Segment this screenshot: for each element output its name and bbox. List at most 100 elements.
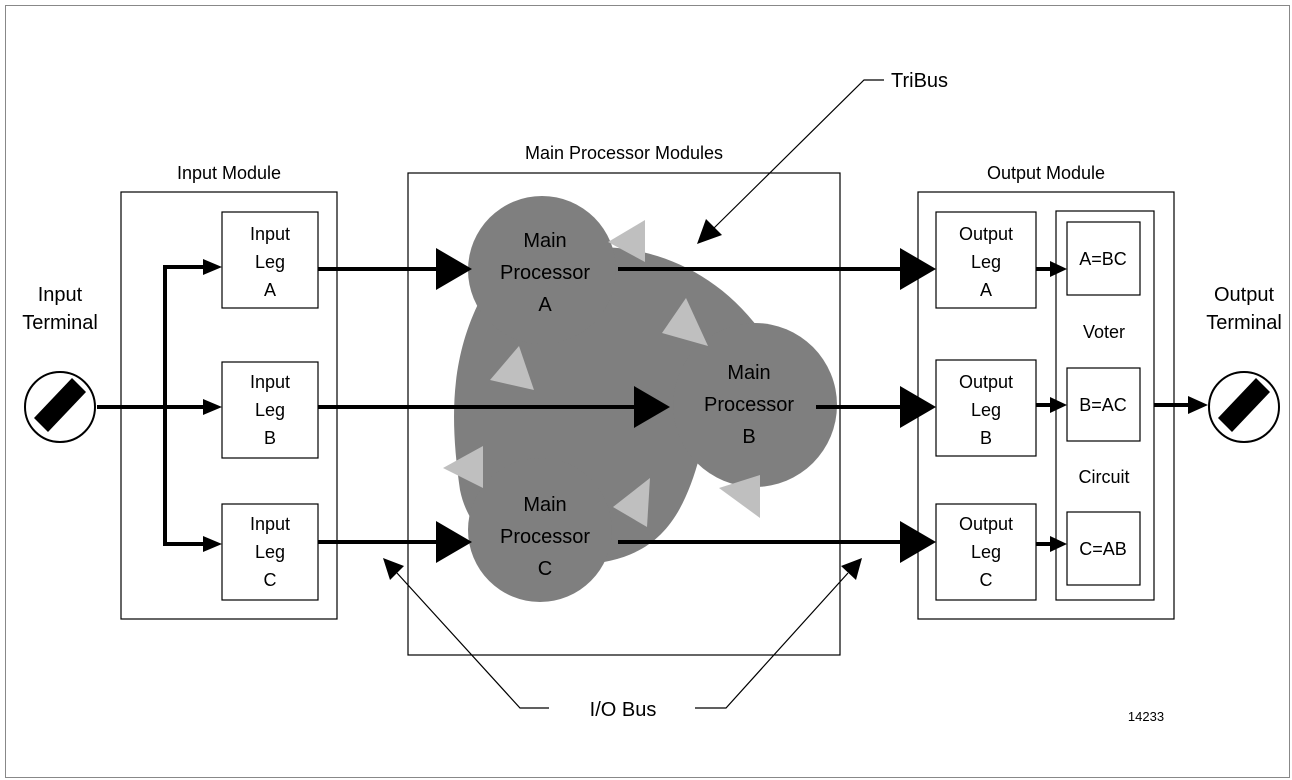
input-leg-c: Input Leg C: [221, 503, 319, 601]
proc-b-input-arrowhead: [634, 386, 670, 428]
input-leg-b-line1: Input: [250, 372, 290, 392]
processor-c-line2: Processor: [500, 526, 590, 548]
main-processor-modules-box: [407, 172, 841, 656]
tribus-arrow-2: [662, 298, 708, 346]
processor-a-line2: Processor: [500, 262, 590, 284]
voter-a-arrowhead: [1050, 261, 1067, 277]
tribus-arrow-6: [719, 475, 760, 518]
input-leg-b-box: [221, 361, 319, 459]
out-a-arrowhead: [900, 248, 936, 290]
io-bus-leader-left: [396, 572, 549, 709]
input-leg-a-line3: A: [264, 280, 276, 300]
tribus-arrow-4: [443, 446, 483, 488]
input-module-title: Input Module: [177, 163, 281, 183]
input-leg-a-box: [221, 211, 319, 309]
output-terminal-line2: Terminal: [1206, 312, 1282, 334]
processor-a-line1: Main: [523, 230, 566, 252]
input-terminal-slot: [34, 378, 86, 432]
proc-a-input-arrowhead: [436, 248, 472, 290]
voter-b-box: [1066, 367, 1141, 442]
input-terminal-line2: Terminal: [22, 312, 98, 334]
output-leg-a-box: [935, 211, 1037, 309]
output-leg-b-line1: Output: [959, 372, 1013, 392]
processor-b-line2: Processor: [704, 394, 794, 416]
input-terminal: Input Terminal: [22, 284, 98, 443]
voter-a-equation: A=BC: [1079, 249, 1127, 269]
proc-c-input-arrowhead: [436, 521, 472, 563]
voter-c-arrowhead: [1050, 536, 1067, 552]
tribus-arrow-3: [490, 346, 534, 390]
input-leg-c-line3: C: [264, 570, 277, 590]
output-terminal-slot: [1218, 378, 1270, 432]
io-bus-label: I/O Bus: [590, 699, 657, 721]
voter-c-equation: C=AB: [1079, 539, 1127, 559]
output-terminal: Output Terminal: [1206, 284, 1282, 443]
input-leg-b-line3: B: [264, 428, 276, 448]
processor-b-label: Main Processor B: [704, 362, 794, 448]
output-leg-b-line2: Leg: [971, 400, 1001, 420]
input-leg-c-box: [221, 503, 319, 601]
processor-a-label: Main Processor A: [500, 230, 590, 316]
input-leg-b-line2: Leg: [255, 400, 285, 420]
tribus-label: TriBus: [891, 70, 948, 92]
input-branch-arrowheads: [203, 259, 222, 552]
voter-b-arrowhead: [1050, 397, 1067, 413]
input-leg-c-line1: Input: [250, 514, 290, 534]
input-distribution: [97, 265, 207, 546]
io-bus-leader-right: [695, 572, 849, 709]
input-arrowhead-c: [203, 536, 222, 552]
voter-a-box: [1066, 221, 1141, 296]
output-leg-c-box: [935, 503, 1037, 601]
voter-feed-arrowheads: [1050, 261, 1208, 552]
output-leg-c-line1: Output: [959, 514, 1013, 534]
processor-c-line3: C: [538, 558, 552, 580]
figure-number: 14233: [1128, 709, 1164, 724]
main-processor-modules-title: Main Processor Modules: [525, 143, 723, 163]
processor-a-lobe: [468, 196, 616, 344]
figure-border: [5, 5, 1290, 778]
io-bus-output-lines: [618, 267, 904, 544]
tribus-arrow-5: [613, 478, 650, 527]
processor-a-line3: A: [538, 294, 552, 316]
io-bus-input-arrowheads: [436, 248, 670, 563]
output-leg-c-line2: Leg: [971, 542, 1001, 562]
output-leg-a-line2: Leg: [971, 252, 1001, 272]
input-terminal-line1: Input: [38, 284, 83, 306]
input-leg-a-line2: Leg: [255, 252, 285, 272]
input-leg-a-line1: Input: [250, 224, 290, 244]
tribus-leader-line: [711, 79, 884, 231]
out-b-arrowhead: [900, 386, 936, 428]
input-leg-a: Input Leg A: [221, 211, 319, 309]
output-terminal-line1: Output: [1214, 284, 1274, 306]
output-leg-b-box: [935, 359, 1037, 457]
processor-c-lobe: [468, 458, 612, 602]
output-leg-a-line3: A: [980, 280, 992, 300]
output-leg-a-line1: Output: [959, 224, 1013, 244]
input-leg-c-line2: Leg: [255, 542, 285, 562]
processor-b-line1: Main: [727, 362, 770, 384]
tribus-arrow-1: [608, 220, 645, 262]
io-bus-input-lines: [318, 267, 636, 544]
voter-c-box: [1066, 511, 1141, 586]
output-module-title: Output Module: [987, 163, 1105, 183]
circuit-label: Circuit: [1078, 467, 1129, 487]
processor-c-label: Main Processor C: [500, 494, 590, 580]
processor-b-lobe: [673, 323, 837, 487]
input-arrowhead-b: [203, 399, 222, 415]
input-arrowhead-a: [203, 259, 222, 275]
io-bus-right-arrowhead: [841, 558, 862, 580]
processor-c-line1: Main: [523, 494, 566, 516]
output-leg-b-line3: B: [980, 428, 992, 448]
output-leg-a: Output Leg A: [935, 211, 1037, 309]
io-bus-left-arrowhead: [383, 558, 404, 580]
tribus-internal-arrows: [443, 220, 760, 527]
out-c-arrowhead: [900, 521, 936, 563]
voter-label: Voter: [1083, 322, 1125, 342]
processor-b-line3: B: [742, 426, 755, 448]
input-leg-b: Input Leg B: [221, 361, 319, 459]
output-leg-c-line3: C: [980, 570, 993, 590]
voter-feed-lines: [1036, 267, 1190, 546]
io-bus-output-arrowheads: [900, 248, 936, 563]
voter-b-equation: B=AC: [1079, 395, 1127, 415]
